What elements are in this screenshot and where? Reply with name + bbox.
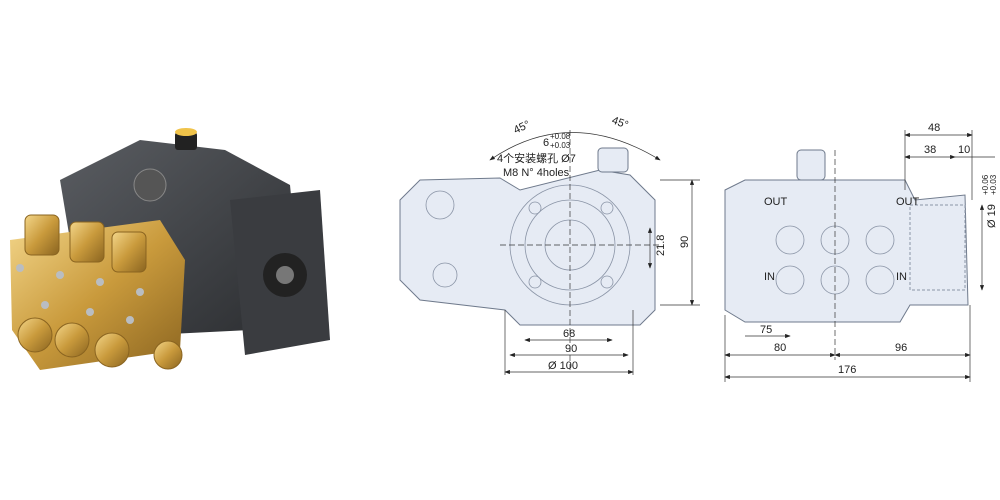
dim-90: 90: [565, 343, 577, 355]
tolerance-upper: +0.08: [550, 132, 571, 141]
holes-label-cn: 4个安装螺孔 Ø7: [497, 151, 576, 165]
dim-38: 38: [924, 144, 936, 156]
side-view-drawing: [724, 130, 995, 382]
angle-right-label: 45°: [610, 115, 630, 132]
dim-100: Ø 100: [548, 360, 578, 372]
angle-left-label: 45°: [512, 119, 532, 137]
out-label-right: OUT: [896, 196, 920, 208]
dim-90-vertical: 90: [679, 236, 691, 248]
dim-48: 48: [928, 122, 940, 134]
pump-photo: [10, 128, 330, 370]
dim-96: 96: [895, 342, 907, 354]
dim-176: 176: [838, 364, 856, 376]
tolerance-base: 6: [543, 137, 549, 149]
dim-75: 75: [760, 324, 772, 336]
shaft-diameter: Ø 19: [986, 204, 998, 228]
front-view-drawing: [399, 130, 700, 375]
dim-80: 80: [774, 342, 786, 354]
in-label-left: IN: [764, 271, 775, 283]
shaft-tolerance-upper: +0.06: [981, 174, 990, 195]
dim-10: 10: [958, 144, 970, 156]
in-label-right: IN: [896, 271, 907, 283]
out-label-left: OUT: [764, 196, 788, 208]
tolerance-lower: +0.03: [550, 141, 571, 150]
holes-label-en: M8 N° 4holes: [503, 167, 570, 179]
dim-68: 68: [563, 328, 575, 340]
shaft-tolerance-lower: +0.03: [989, 174, 998, 195]
dim-21-8: 21.8: [655, 235, 667, 256]
